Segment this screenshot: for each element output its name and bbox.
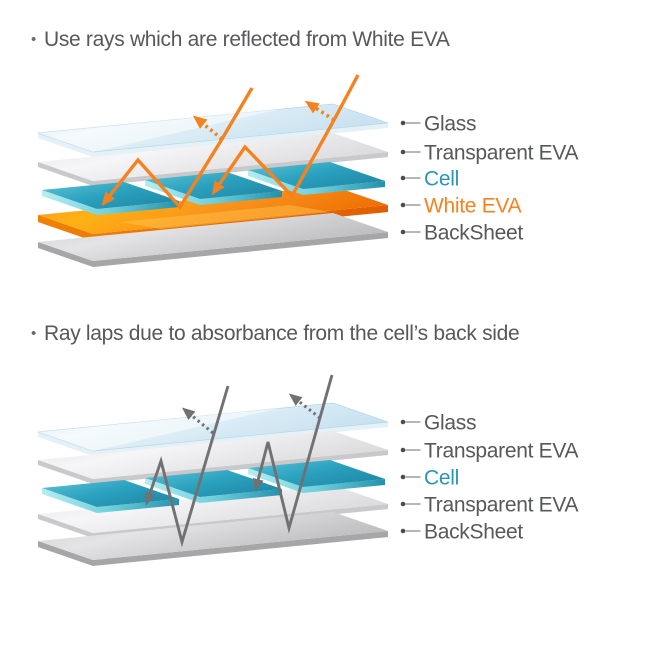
absorbed-rays xyxy=(144,374,334,548)
backsheet-edge xyxy=(38,232,388,267)
backsheet-layer xyxy=(38,512,388,566)
leader-dot xyxy=(400,501,406,507)
cell-3-edge xyxy=(248,468,385,493)
leader-dot xyxy=(400,149,406,155)
transparent-eva-layer xyxy=(38,431,388,484)
section2-title: • Ray laps due to absorbance from the cel… xyxy=(31,321,520,347)
section1-title-text: Use rays which are reflected from White … xyxy=(43,28,450,51)
label-cell: Cell xyxy=(424,168,459,191)
cell-3 xyxy=(248,460,385,487)
cell-2 xyxy=(145,470,282,497)
transparent-eva-layer xyxy=(38,133,388,186)
labels-group-2: Glass Transparent EVA Cell Transparent E… xyxy=(400,412,579,544)
glass-layer xyxy=(37,103,389,157)
bullet-icon: • xyxy=(31,325,36,342)
white-eva-glow xyxy=(120,205,330,229)
cell-2-edge xyxy=(145,180,282,205)
ray-exit-dashed-right xyxy=(304,100,335,122)
label-backsheet: BackSheet xyxy=(424,222,523,245)
leader-dot xyxy=(400,447,406,453)
backsheet-top xyxy=(38,512,388,560)
glass-sheen xyxy=(38,109,280,152)
ray-absorbed-right xyxy=(252,374,334,534)
labels-group-1: Glass Transparent EVA Cell White EVA Bac… xyxy=(400,113,579,245)
label-glass: Glass xyxy=(424,113,476,136)
cell-1-edge xyxy=(42,488,179,513)
eva-top xyxy=(38,133,388,181)
section2-title-text: Ray laps due to absorbance from the cell… xyxy=(43,322,520,345)
ray-reflected-right xyxy=(211,74,360,199)
reflected-rays xyxy=(101,74,360,210)
white-eva-top xyxy=(38,186,388,234)
white-eva-edge xyxy=(38,205,388,241)
leader-dot xyxy=(400,229,406,235)
label-backsheet: BackSheet xyxy=(424,521,523,544)
transparent-eva-2-layer xyxy=(38,485,388,538)
bullet-icon: • xyxy=(31,31,36,48)
leader-dot xyxy=(400,419,406,425)
ray-exit-dashed-right xyxy=(288,393,321,420)
diagram-reflected-rays: Glass Transparent EVA Cell White EVA Bac… xyxy=(37,74,579,267)
cell-2-edge xyxy=(145,478,282,503)
leader-dot xyxy=(400,528,406,534)
section1-title: • Use rays which are reflected from White… xyxy=(31,27,450,53)
ray-absorbed-left xyxy=(144,385,230,548)
label-transparent-eva: Transparent EVA xyxy=(424,440,579,463)
label-white-eva: White EVA xyxy=(424,195,522,218)
leader-dot xyxy=(400,120,406,126)
label-transparent-eva: Transparent EVA xyxy=(424,142,579,165)
leader-dot xyxy=(400,175,406,181)
label-transparent-eva-2: Transparent EVA xyxy=(424,494,579,517)
ray-exit-dashed-left xyxy=(181,407,214,435)
cell-1-edge xyxy=(42,190,179,215)
leader-dot xyxy=(400,202,406,208)
backsheet-top xyxy=(38,213,388,261)
eva2-top xyxy=(38,485,388,533)
white-eva-layer xyxy=(38,186,388,241)
backsheet-edge xyxy=(38,531,388,566)
eva-top xyxy=(38,431,388,479)
cell-3-edge xyxy=(248,170,385,195)
diagram-absorbed-rays: Glass Transparent EVA Cell Transparent E… xyxy=(37,374,579,566)
label-glass: Glass xyxy=(424,412,476,435)
cell-3 xyxy=(248,162,385,189)
leader-dot xyxy=(400,474,406,480)
backsheet-layer xyxy=(38,213,388,267)
label-cell: Cell xyxy=(424,467,459,490)
ray-reflected-left xyxy=(101,87,254,210)
